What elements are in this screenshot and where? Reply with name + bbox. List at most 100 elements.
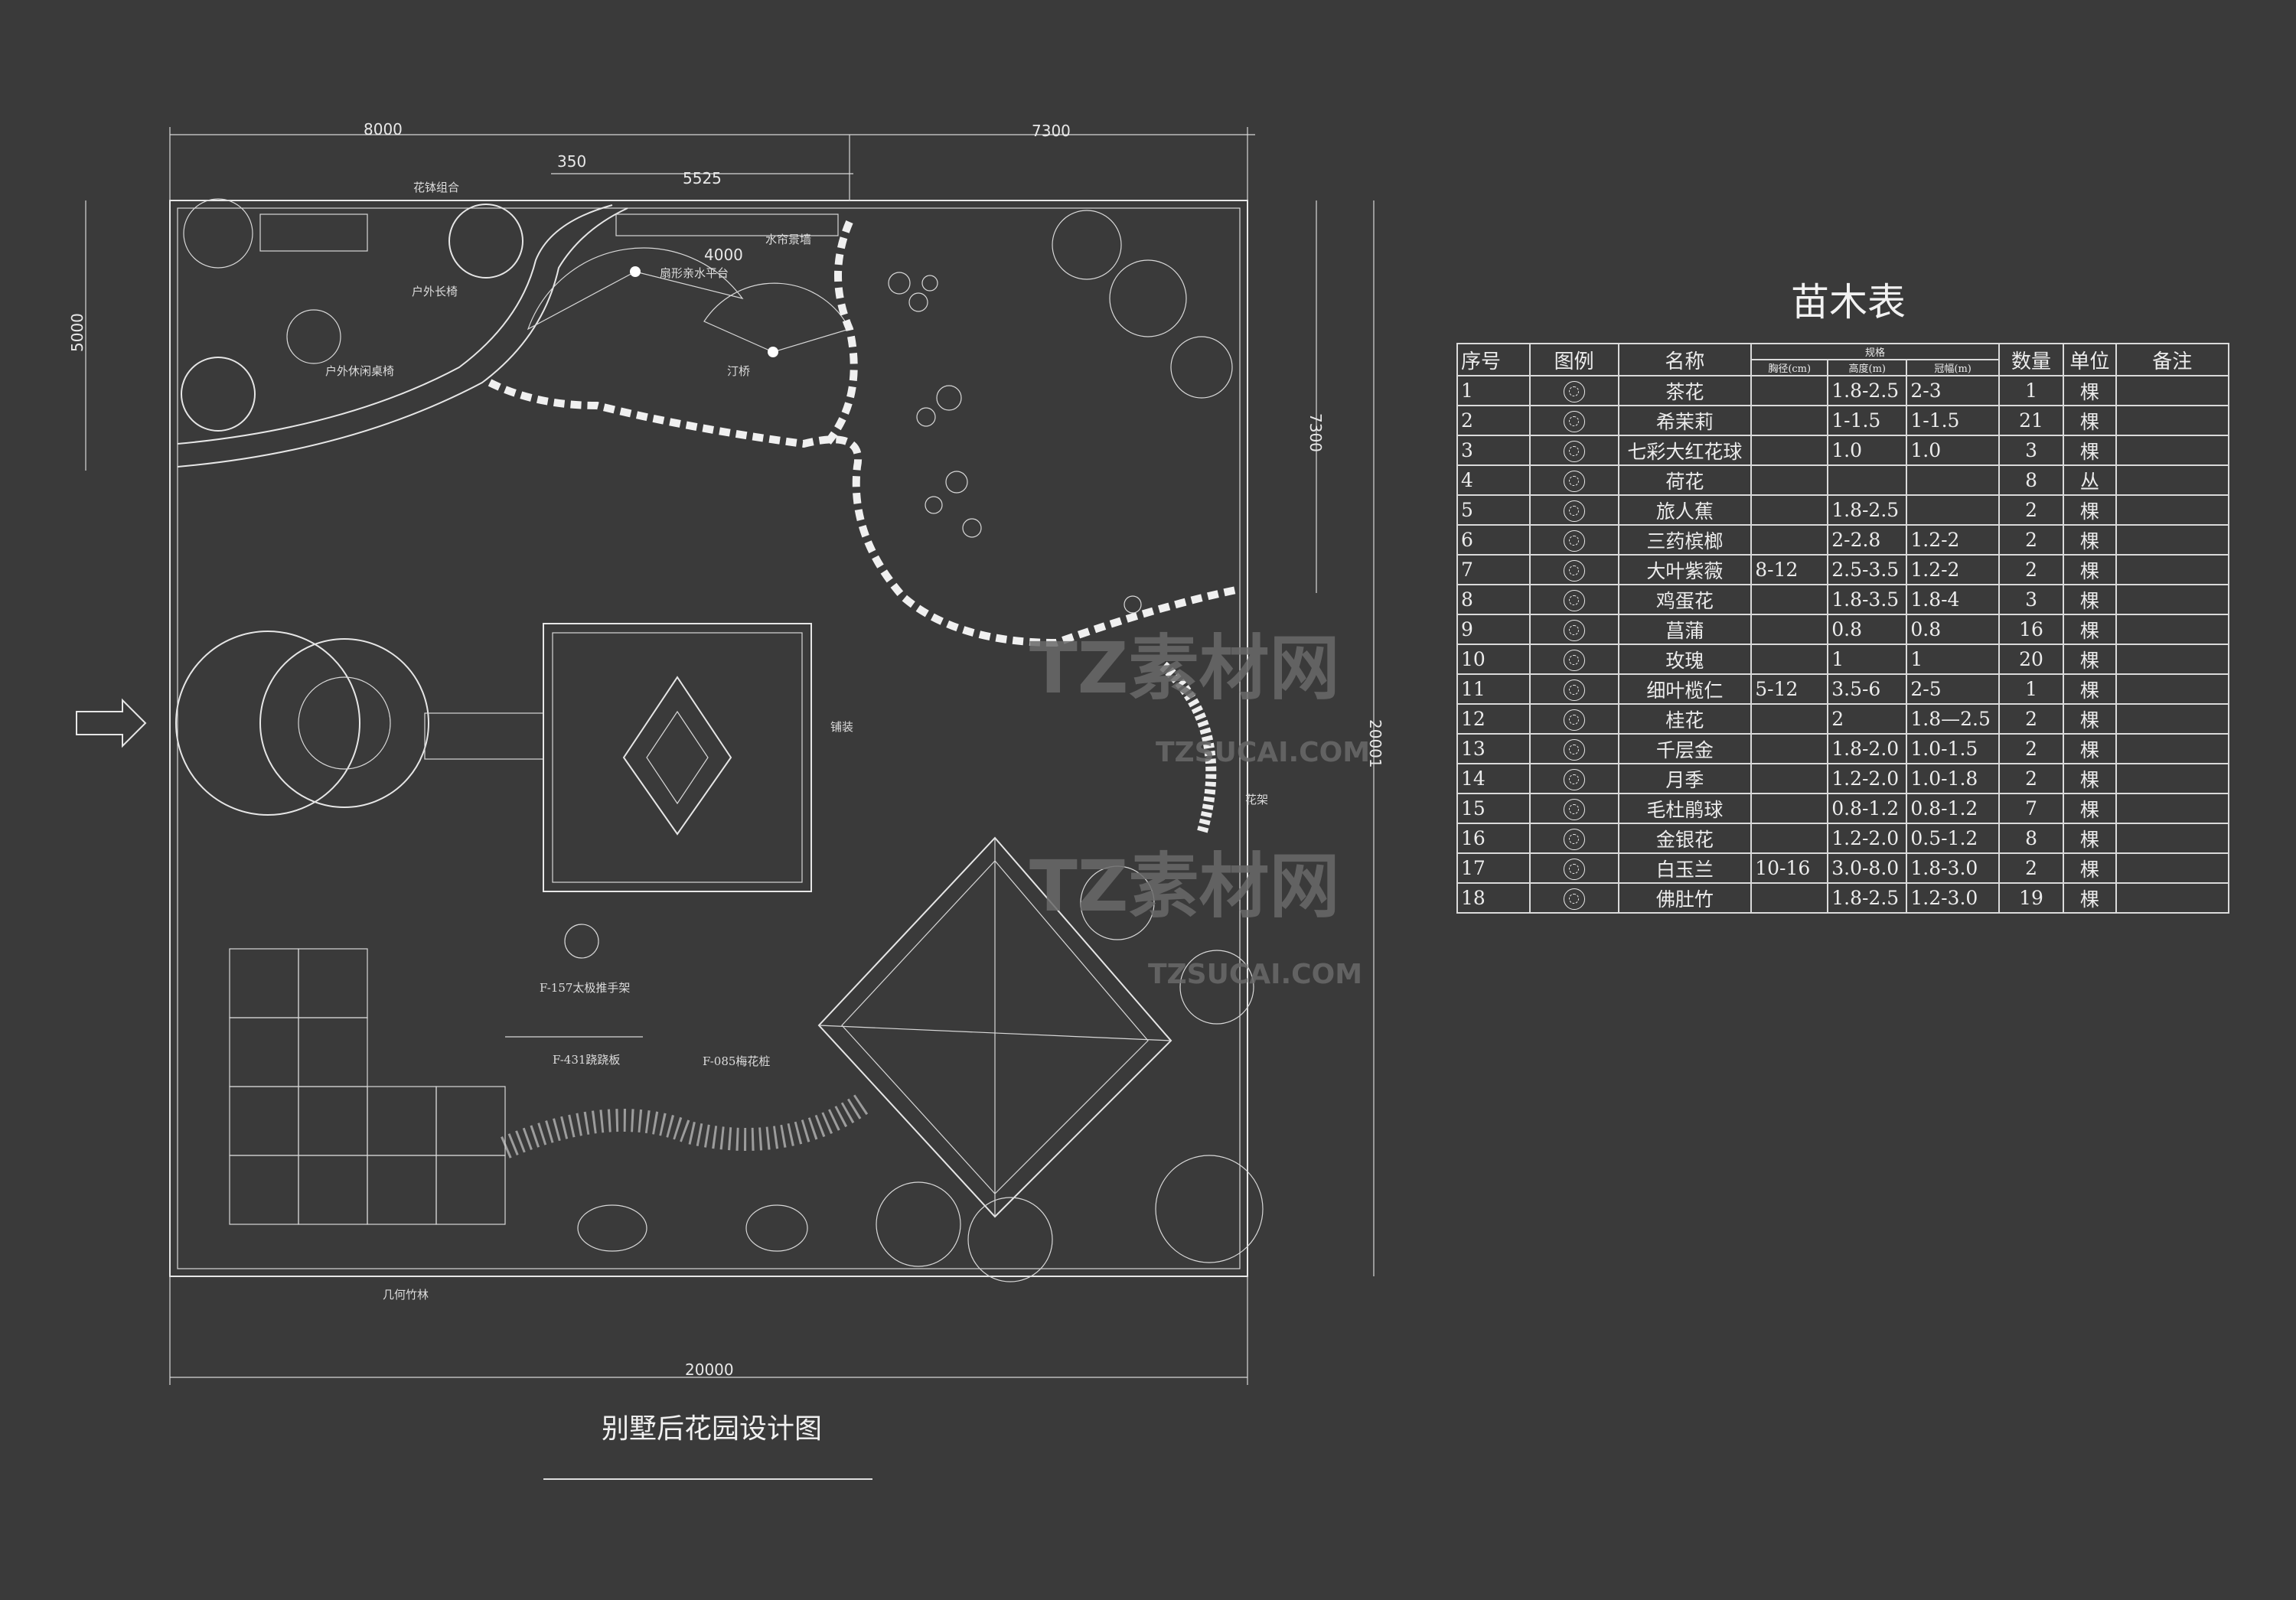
cell-index: 2 bbox=[1456, 405, 1531, 436]
cell-note bbox=[2115, 733, 2230, 764]
header-qty: 数量 bbox=[1998, 343, 2065, 376]
cell-height: 1.0 bbox=[1827, 435, 1908, 466]
cell-note bbox=[2115, 703, 2230, 735]
cell-name: 佛肚竹 bbox=[1617, 882, 1753, 914]
watermark-url: TZSUCAI.COM bbox=[1148, 959, 1362, 990]
table-header-row: 序号 图例 名称 规格 数量 单位 备注 bbox=[1456, 343, 2230, 376]
cell-height: 1 bbox=[1827, 644, 1908, 675]
cell-legend bbox=[1528, 405, 1619, 436]
cell-note bbox=[2115, 852, 2230, 884]
plant-symbol-icon bbox=[1563, 709, 1585, 731]
cell-legend bbox=[1528, 763, 1619, 794]
cell-dbh: 5-12 bbox=[1750, 673, 1829, 705]
label-water-wall: 水帘景墙 bbox=[765, 233, 811, 246]
cell-qty: 2 bbox=[1998, 554, 2065, 585]
header-spec: 规格 bbox=[1750, 343, 2000, 360]
water-curtain-wall bbox=[615, 213, 839, 236]
dim-right-upper: 7300 bbox=[1306, 413, 1325, 452]
pond-stone-edge bbox=[488, 379, 1241, 647]
cell-qty: 2 bbox=[1998, 524, 2065, 556]
cell-dbh bbox=[1750, 524, 1829, 556]
plan-title: 别墅后花园设计图 bbox=[601, 1413, 822, 1445]
fan-platform bbox=[703, 282, 850, 353]
plant-symbol-icon bbox=[1563, 380, 1585, 402]
cell-dbh bbox=[1750, 763, 1829, 794]
cell-crown: 0.5-1.2 bbox=[1906, 823, 2000, 854]
plant-symbol-icon bbox=[1563, 470, 1585, 492]
cell-note bbox=[2115, 584, 2230, 615]
cell-height: 1.8-2.5 bbox=[1827, 882, 1908, 914]
cell-legend bbox=[1528, 554, 1619, 585]
cell-index: 6 bbox=[1456, 524, 1531, 556]
watermark-brand: TZ素材网 bbox=[1029, 846, 1339, 927]
cell-crown: 0.8-1.2 bbox=[1906, 793, 2000, 824]
cell-height: 1.2-2.0 bbox=[1827, 763, 1908, 794]
geometric-bamboo-grid bbox=[229, 948, 506, 1225]
cell-name: 玫瑰 bbox=[1617, 644, 1753, 675]
cell-qty: 2 bbox=[1998, 852, 2065, 884]
flower-bowl-group bbox=[259, 213, 368, 252]
cell-index: 18 bbox=[1456, 882, 1531, 914]
cell-unit: 棵 bbox=[2063, 614, 2117, 645]
cell-index: 10 bbox=[1456, 644, 1531, 675]
cell-qty: 8 bbox=[1998, 823, 2065, 854]
title-underline bbox=[543, 1478, 872, 1480]
cell-note bbox=[2115, 673, 2230, 705]
cell-height: 0.8-1.2 bbox=[1827, 793, 1908, 824]
cell-note bbox=[2115, 435, 2230, 466]
cell-name: 桂花 bbox=[1617, 703, 1753, 735]
plant-symbol-icon bbox=[1563, 440, 1585, 462]
pergola bbox=[1159, 661, 1217, 836]
cell-crown: 1.0-1.8 bbox=[1906, 763, 2000, 794]
cell-height: 1.2-2.0 bbox=[1827, 823, 1908, 854]
cell-name: 希茉莉 bbox=[1617, 405, 1753, 436]
lotus-group bbox=[888, 272, 1142, 614]
cell-height: 1-1.5 bbox=[1827, 405, 1908, 436]
cell-height: 0.8 bbox=[1827, 614, 1908, 645]
cell-qty: 3 bbox=[1998, 435, 2065, 466]
cell-qty: 2 bbox=[1998, 733, 2065, 764]
entrance-arrow-icon bbox=[76, 698, 147, 748]
cell-crown: 0.8 bbox=[1906, 614, 2000, 645]
central-paving-square bbox=[543, 623, 812, 892]
cell-unit: 棵 bbox=[2063, 823, 2117, 854]
cell-legend bbox=[1528, 882, 1619, 914]
header-dbh: 胸径(cm) bbox=[1750, 359, 1829, 376]
cell-name: 七彩大红花球 bbox=[1617, 435, 1753, 466]
plant-symbol-icon bbox=[1563, 589, 1585, 611]
cell-note bbox=[2115, 763, 2230, 794]
cell-name: 茶花 bbox=[1617, 375, 1753, 406]
cell-legend bbox=[1528, 435, 1619, 466]
cell-note bbox=[2115, 554, 2230, 585]
watermark-url: TZSUCAI.COM bbox=[1156, 737, 1370, 768]
plant-symbol-icon bbox=[1563, 858, 1585, 880]
dim-water-width: 4000 bbox=[704, 246, 743, 264]
dim-right-full: 20001 bbox=[1366, 719, 1384, 768]
header-name: 名称 bbox=[1617, 343, 1753, 376]
cell-note bbox=[2115, 494, 2230, 526]
cell-unit: 棵 bbox=[2063, 644, 2117, 675]
cell-legend bbox=[1528, 823, 1619, 854]
cell-note bbox=[2115, 823, 2230, 854]
cell-dbh bbox=[1750, 375, 1829, 406]
tree-canopy bbox=[183, 198, 253, 269]
cell-unit: 丛 bbox=[2063, 464, 2117, 496]
leisure-table-icon bbox=[286, 309, 341, 364]
cell-qty: 8 bbox=[1998, 464, 2065, 496]
cell-note bbox=[2115, 405, 2230, 436]
cell-legend bbox=[1528, 733, 1619, 764]
label-flower-bowls: 花钵组合 bbox=[413, 181, 459, 194]
header-unit: 单位 bbox=[2063, 343, 2117, 376]
header-crown: 冠幅(m) bbox=[1906, 359, 2000, 376]
cell-unit: 棵 bbox=[2063, 793, 2117, 824]
plant-symbol-icon bbox=[1563, 828, 1585, 850]
tree-canopy bbox=[448, 204, 523, 279]
